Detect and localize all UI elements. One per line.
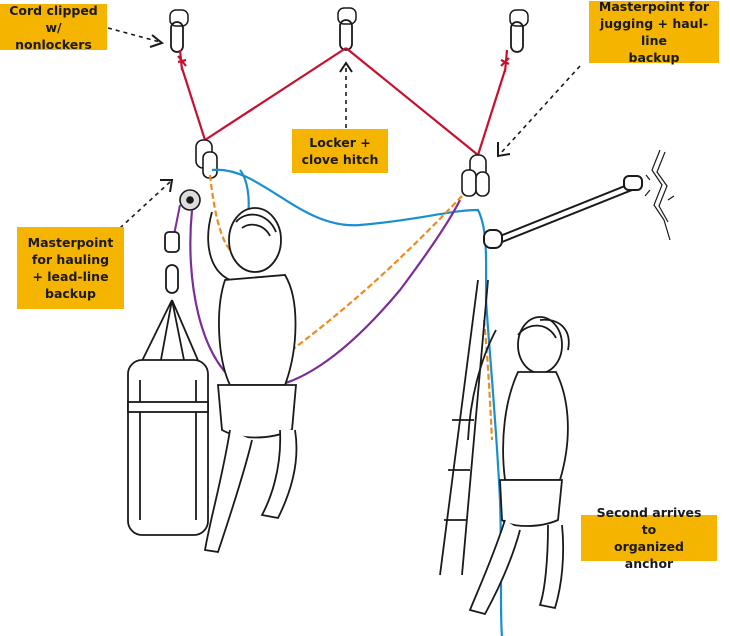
arrowhead-icon bbox=[149, 34, 511, 193]
bolt-hanger-icon bbox=[169, 7, 529, 27]
masterpoint-right bbox=[461, 154, 490, 197]
aider-icon bbox=[439, 279, 489, 576]
tether bbox=[208, 174, 494, 441]
haul-bag-icon bbox=[127, 231, 209, 536]
callout-masterpoint-jugging-text: Masterpoint for jugging + haul-line back… bbox=[598, 0, 710, 65]
carabiner-icon bbox=[170, 19, 524, 53]
callout-locker-clove-text: Locker + clove hitch bbox=[301, 135, 379, 167]
anchor-cord bbox=[177, 47, 510, 156]
masterpoint-left bbox=[195, 139, 218, 179]
climber-figure-icon-second bbox=[467, 316, 570, 616]
callout-masterpoint-jugging: Masterpoint for jugging + haul-line back… bbox=[589, 0, 719, 65]
callout-masterpoint-hauling-text: Masterpoint for hauling + lead-line back… bbox=[27, 235, 114, 301]
rock-anchor-sling bbox=[483, 175, 643, 249]
callout-cord-clipped-text: Cord clipped w/ nonlockers bbox=[9, 2, 98, 52]
lead-rope bbox=[211, 168, 504, 636]
callout-arrows bbox=[107, 27, 581, 229]
rock-crack-icon bbox=[644, 149, 675, 241]
callout-cord-clipped: Cord clipped w/ nonlockers bbox=[0, 2, 107, 52]
callout-second-arrives: Second arrives to organized anchor bbox=[581, 505, 717, 571]
callout-masterpoint-hauling: Masterpoint for hauling + lead-line back… bbox=[17, 227, 124, 309]
callout-second-arrives-text: Second arrives to organized anchor bbox=[596, 505, 702, 571]
haul-rope bbox=[189, 199, 461, 389]
callout-locker-clove: Locker + clove hitch bbox=[292, 129, 388, 173]
pulley-icon bbox=[179, 189, 201, 211]
climber-figure-icon bbox=[203, 207, 298, 554]
